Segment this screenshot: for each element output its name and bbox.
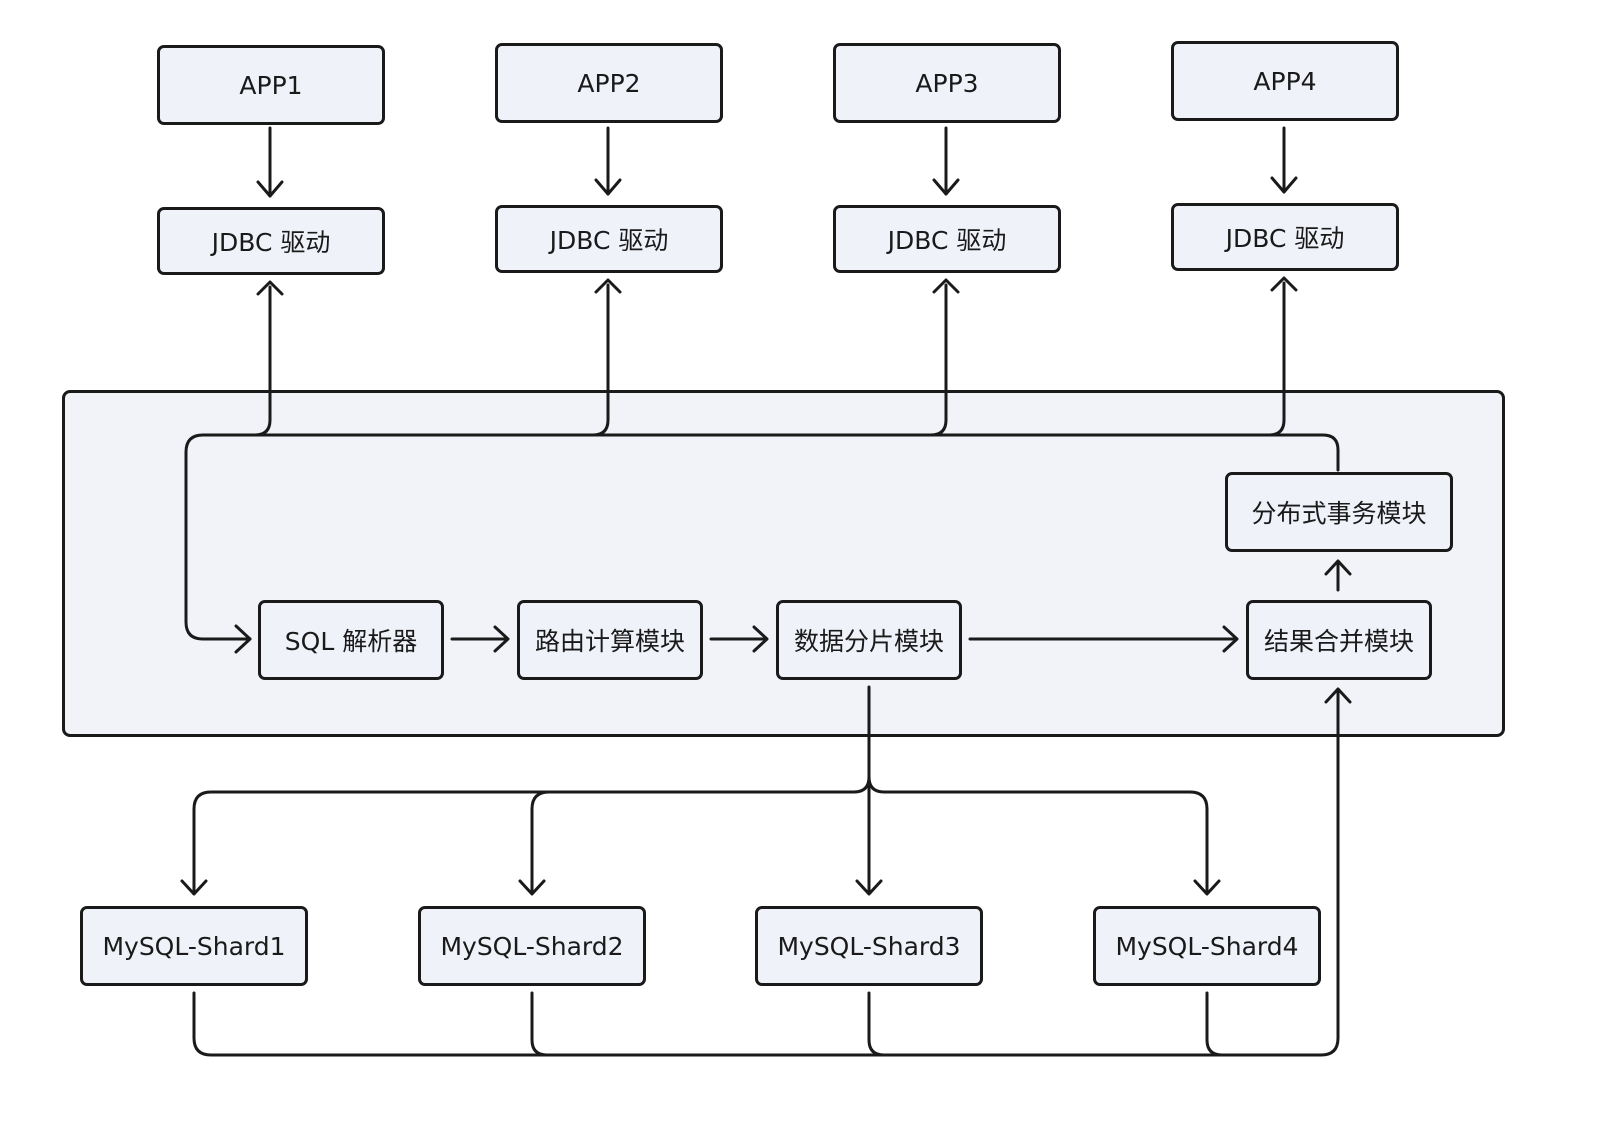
data-sharding-box: 数据分片模块 [776, 600, 962, 680]
driver-return-arrowheads [256, 276, 1298, 296]
sharding-fanout [180, 685, 1221, 896]
jdbc-driver-box-1: JDBC 驱动 [157, 207, 385, 275]
app-box-3: APP3 [833, 43, 1061, 123]
app-box-4: APP4 [1171, 41, 1399, 121]
tx-to-bus-line [1267, 433, 1340, 472]
sql-parser-box: SQL 解析器 [258, 600, 444, 680]
shards-gather [192, 687, 1352, 1057]
jdbc-driver-box-3: JDBC 驱动 [833, 205, 1061, 273]
mysql-shard-box-1: MySQL-Shard1 [80, 906, 308, 986]
distributed-tx-box: 分布式事务模块 [1225, 472, 1453, 552]
jdbc-driver-box-4: JDBC 驱动 [1171, 203, 1399, 271]
mysql-shard-box-4: MySQL-Shard4 [1093, 906, 1321, 986]
app-to-driver-arrows [256, 126, 1298, 198]
result-merge-box: 结果合并模块 [1246, 600, 1432, 680]
app-box-1: APP1 [157, 45, 385, 125]
app-box-2: APP2 [495, 43, 723, 123]
mysql-shard-box-3: MySQL-Shard3 [755, 906, 983, 986]
mysql-shard-box-2: MySQL-Shard2 [418, 906, 646, 986]
route-calc-box: 路由计算模块 [517, 600, 703, 680]
jdbc-driver-box-2: JDBC 驱动 [495, 205, 723, 273]
pipeline-arrows [450, 559, 1352, 653]
driver-to-parser-bus [184, 281, 1286, 654]
